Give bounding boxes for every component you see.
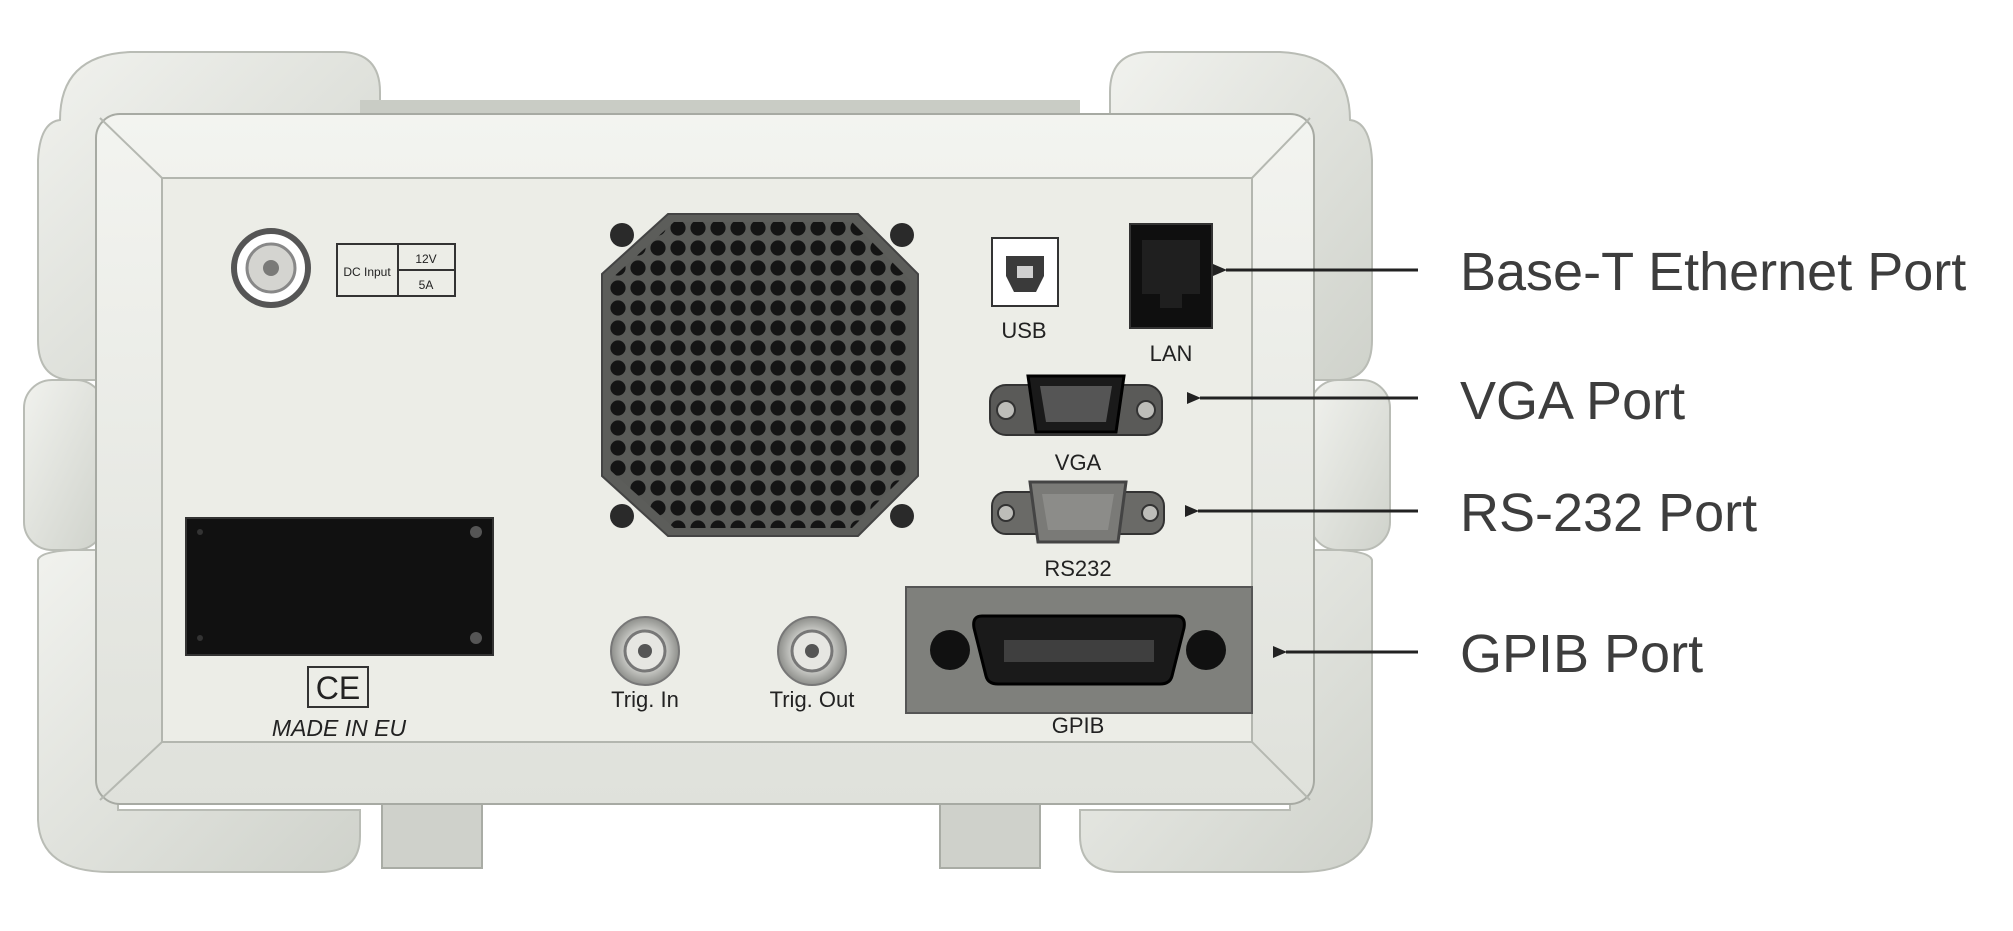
trig-out-connector: Trig. Out (770, 616, 855, 712)
gpib-label: GPIB (1052, 713, 1105, 738)
ce-mark: CE (307, 666, 369, 708)
fan-screw-bottom-right (890, 504, 914, 528)
trig-in-connector: Trig. In (610, 616, 680, 712)
fan-grille-holes (610, 222, 910, 528)
right-side-bumper (1309, 379, 1391, 551)
lan-label: LAN (1150, 341, 1193, 366)
vga-label: VGA (1055, 450, 1102, 475)
ce-mark-text: CE (316, 670, 360, 706)
trig-out-label: Trig. Out (770, 687, 855, 712)
fan-screw-top-right (890, 223, 914, 247)
rs232-port: RS232 (991, 480, 1165, 581)
callout-labels: Base-T Ethernet Port VGA Port RS-232 Por… (1460, 242, 1966, 684)
right-foot (939, 801, 1041, 869)
dc-current-text: 5A (419, 278, 434, 292)
dc-power-jack (231, 228, 311, 308)
fan-grille (601, 213, 919, 537)
usb-label: USB (1001, 318, 1046, 343)
fan-screw-top-left (610, 223, 634, 247)
fan-screw-bottom-left (610, 504, 634, 528)
vga-port: VGA (989, 374, 1163, 475)
usb-port: USB (991, 237, 1059, 343)
left-foot (381, 801, 483, 869)
left-side-bumper (23, 379, 105, 551)
rs232-callout: RS-232 Port (1460, 483, 1757, 543)
callout-arrows (1185, 264, 1418, 658)
blank-cover-plate (185, 517, 494, 656)
gpib-callout: GPIB Port (1460, 624, 1703, 684)
vga-callout: VGA Port (1460, 371, 1685, 431)
dc-voltage-text: 12V (415, 252, 436, 266)
lan-port: LAN (1129, 223, 1213, 366)
dc-input-text: DC Input (343, 265, 391, 279)
power-jack-pin (263, 260, 279, 276)
dc-input-label: DC Input 12V 5A (336, 243, 456, 297)
ethernet-callout: Base-T Ethernet Port (1460, 242, 1966, 302)
made-in-text: MADE IN EU (272, 715, 407, 741)
gpib-port: GPIB (905, 586, 1253, 738)
trig-in-label: Trig. In (611, 687, 679, 712)
rs232-label: RS232 (1044, 556, 1111, 581)
